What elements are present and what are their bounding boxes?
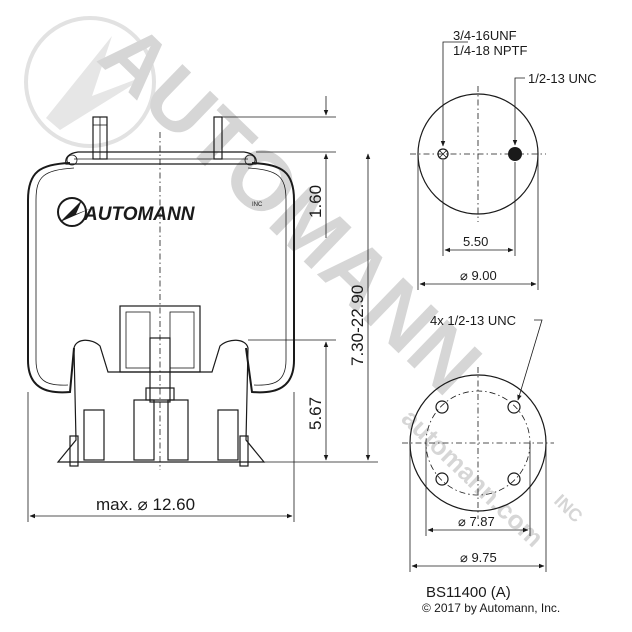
- watermark-suffix: INC: [550, 490, 586, 526]
- bolt-hole-icon: [435, 472, 449, 486]
- stud-spacing-label: 5.50: [463, 234, 488, 249]
- bellow-outline: [27, 162, 295, 394]
- logo-text: AUTOMANN: [83, 204, 196, 225]
- top-view: 3/4-16UNF 1/4-18 NPTF 1/2-13 UNC 5.50 ⌀ …: [410, 28, 597, 290]
- bolt-hole-icon: [507, 400, 521, 414]
- stud-label: 1/2-13 UNC: [528, 71, 597, 86]
- side-view: AUTOMANN INC max. ⌀ 12.60 1.60 5.67 7.30…: [27, 96, 378, 522]
- logo-swoosh-icon: [60, 200, 92, 222]
- bead-plate: [65, 151, 257, 165]
- part-number: BS11400 (A): [426, 584, 511, 601]
- logo-suffix: INC: [252, 202, 263, 208]
- bottom-view: 4x 1/2-13 UNC ⌀ 7.87 ⌀ 9.75: [402, 313, 554, 572]
- center-bolt: [149, 337, 171, 403]
- top-offset-label: 1.60: [306, 185, 325, 218]
- stud-hole-icon: [508, 147, 522, 161]
- bolt-hole-icon: [435, 400, 449, 414]
- copyright: © 2017 by Automann, Inc.: [422, 601, 560, 615]
- bolt-circle-label: ⌀ 7.87: [458, 514, 495, 529]
- overall-diameter-label: max. ⌀ 12.60: [96, 495, 195, 514]
- bumper: [119, 305, 201, 373]
- watermark-logo-swoosh: [46, 36, 150, 130]
- base-height-label: 5.67: [306, 397, 325, 430]
- top-diameter-label: ⌀ 9.00: [460, 268, 497, 283]
- piston-body: [56, 339, 266, 463]
- height-range-label: 7.30-22.90: [348, 285, 367, 366]
- bolt-label: 4x 1/2-13 UNC: [430, 313, 516, 328]
- port-label-line2: 1/4-18 NPTF: [453, 43, 527, 58]
- watermark-logo-circle: [24, 16, 156, 148]
- top-stud-left: [92, 116, 108, 160]
- brand-logo: AUTOMANN INC: [57, 197, 263, 227]
- air-port-icon: [437, 148, 449, 160]
- bottom-diameter-label: ⌀ 9.75: [460, 550, 497, 565]
- watermark: AUTOMANN INC automann.com: [24, 5, 586, 553]
- bolt-hole-icon: [507, 472, 521, 486]
- port-label-line1: 3/4-16UNF: [453, 28, 517, 43]
- logo-circle-icon: [57, 197, 87, 227]
